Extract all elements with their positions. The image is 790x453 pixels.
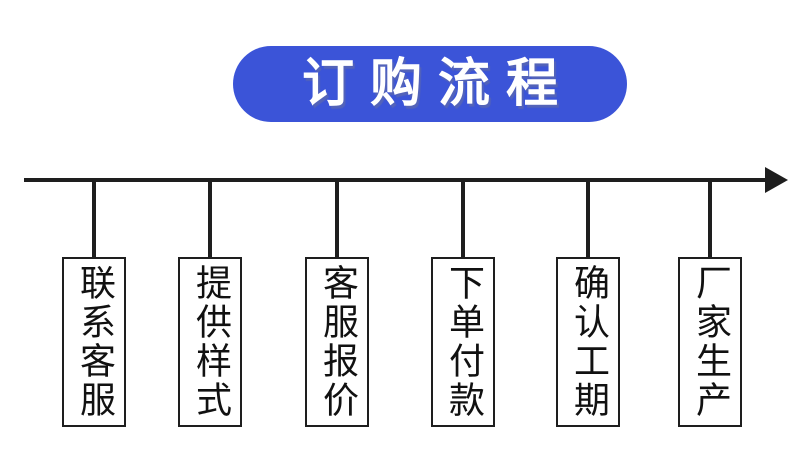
step-connector [461, 180, 465, 258]
step-label: 厂家生产 [690, 264, 731, 420]
step-box-factory-production: 厂家生产 [678, 257, 742, 427]
step-box-service-quote: 客服报价 [305, 257, 369, 427]
step-box-order-payment: 下单付款 [431, 257, 495, 427]
step-box-contact-service: 联系客服 [62, 257, 126, 427]
step-box-confirm-schedule: 确认工期 [556, 257, 620, 427]
step-connector [92, 180, 96, 258]
step-label: 下单付款 [443, 264, 484, 420]
timeline-arrowhead-icon [765, 167, 788, 193]
step-label: 联系客服 [74, 264, 115, 420]
step-box-provide-style: 提供样式 [178, 257, 242, 427]
step-connector [708, 180, 712, 258]
step-label: 客服报价 [317, 264, 358, 420]
page-title: 订购流程 [301, 53, 574, 114]
title-banner: 订购流程 [233, 46, 627, 122]
step-connector [586, 180, 590, 258]
step-label: 提供样式 [190, 264, 231, 420]
timeline-line [24, 178, 768, 182]
step-connector [208, 180, 212, 258]
step-connector [335, 180, 339, 258]
step-label: 确认工期 [568, 264, 609, 420]
